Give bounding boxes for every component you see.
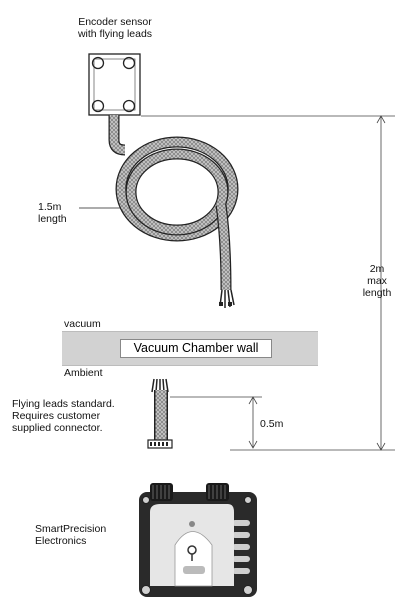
lead-length-line-2: length	[38, 213, 67, 225]
flying-leads	[151, 378, 169, 440]
electronics-unit-icon	[139, 483, 257, 597]
flying-leads-note-line-1: Flying leads standard.	[12, 398, 115, 410]
half-meter-label: 0.5m	[260, 418, 284, 430]
lead-length-label: 1.5m length	[38, 201, 67, 225]
max-length-label: 2m max length	[356, 263, 398, 299]
lead-length-line-1: 1.5m	[38, 201, 62, 213]
encoder-sensor-line-2: with flying leads	[77, 28, 153, 40]
ambient-label: Ambient	[64, 367, 103, 379]
max-length-dimension	[141, 115, 395, 451]
encoder-sensor-line-1: Encoder sensor	[78, 16, 152, 28]
electronics-label: SmartPrecision Electronics	[35, 523, 106, 547]
electronics-line-1: SmartPrecision	[35, 523, 107, 535]
chamber-wall-label: Vacuum Chamber wall	[120, 339, 272, 358]
encoder-sensor-icon	[88, 53, 141, 116]
max-length-line-1: 2m	[369, 263, 385, 275]
encoder-sensor-label: Encoder sensor with flying leads	[62, 16, 168, 40]
flying-leads-note: Flying leads standard. Requires customer…	[12, 398, 115, 434]
flying-leads-note-line-3: supplied connector.	[12, 422, 103, 434]
connector-icon	[147, 439, 173, 449]
electronics-line-2: Electronics	[35, 535, 87, 547]
half-meter-dimension	[170, 396, 262, 449]
max-length-line-2: max	[367, 275, 387, 287]
max-length-line-3: length	[362, 287, 392, 299]
flying-leads-note-line-2: Requires customer	[12, 410, 101, 422]
coiled-cable-icon	[108, 115, 239, 308]
vacuum-label: vacuum	[64, 318, 101, 330]
